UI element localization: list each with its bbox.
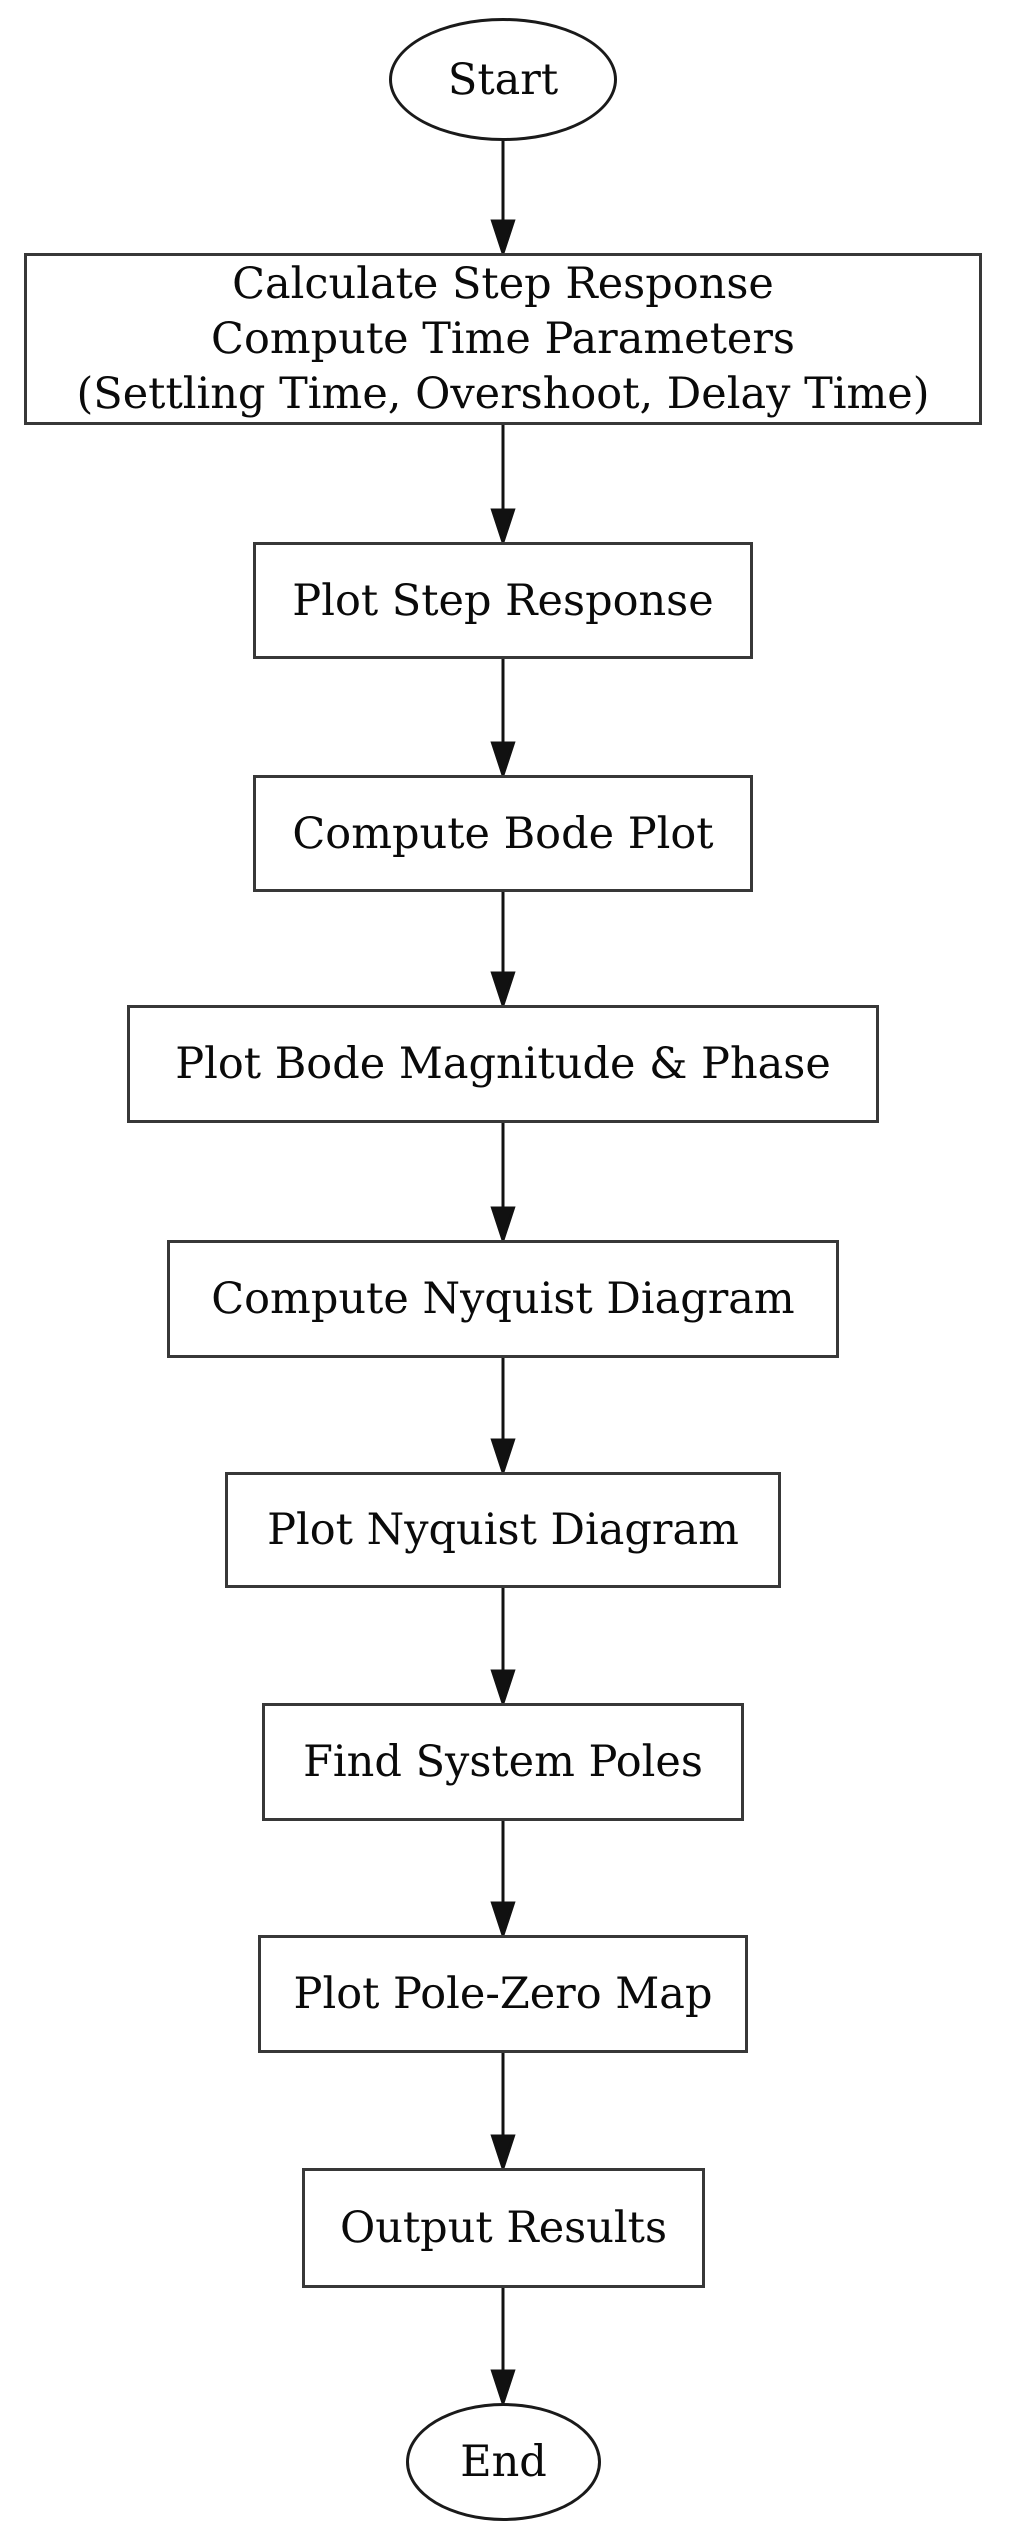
arrow-plot-step-to-compute-bode [490, 659, 516, 780]
arrow-compute-bode-to-plot-bode [490, 892, 516, 1010]
process-compute-nyquist-diagram: Compute Nyquist Diagram [167, 1240, 839, 1358]
arrow-plot-bode-to-compute-nyquist [490, 1123, 516, 1245]
end-node: End [406, 2403, 601, 2521]
process-label: Plot Nyquist Diagram [267, 1505, 739, 1555]
process-plot-step-response: Plot Step Response [253, 542, 753, 659]
arrow-compute-nyquist-to-plot-nyquist [490, 1358, 516, 1477]
start-node-label: Start [447, 54, 559, 105]
process-label: Plot Bode Magnitude & Phase [175, 1039, 831, 1089]
arrow-calc-to-plot-step-response [490, 425, 516, 547]
process-label: Plot Pole-Zero Map [293, 1969, 713, 2019]
process-compute-bode-plot: Compute Bode Plot [253, 775, 753, 892]
end-node-label: End [460, 2437, 547, 2487]
arrow-output-to-end [490, 2288, 516, 2408]
process-plot-pole-zero-map: Plot Pole-Zero Map [258, 1935, 748, 2053]
process-output-results: Output Results [302, 2168, 705, 2288]
arrow-start-to-calc-step-response [490, 141, 516, 258]
process-label: Find System Poles [303, 1737, 703, 1787]
arrow-plot-pole-zero-to-output [490, 2053, 516, 2173]
arrow-find-poles-to-plot-pole-zero [490, 1821, 516, 1940]
process-label: Output Results [339, 2203, 668, 2253]
process-plot-bode-magnitude-phase: Plot Bode Magnitude & Phase [127, 1005, 879, 1123]
process-label-line: (Settling Time, Overshoot, Delay Time) [76, 368, 930, 419]
process-label-line: Calculate Step Response [232, 258, 774, 309]
start-node: Start [389, 18, 617, 141]
process-label: Compute Bode Plot [292, 808, 714, 859]
process-label-line: Compute Time Parameters [211, 313, 795, 364]
process-label: Plot Step Response [292, 575, 714, 626]
arrow-plot-nyquist-to-find-poles [490, 1588, 516, 1708]
process-plot-nyquist-diagram: Plot Nyquist Diagram [225, 1472, 781, 1588]
process-label: Compute Nyquist Diagram [211, 1274, 795, 1324]
process-find-system-poles: Find System Poles [262, 1703, 744, 1821]
process-calculate-step-response: Calculate Step Response Compute Time Par… [24, 253, 982, 425]
